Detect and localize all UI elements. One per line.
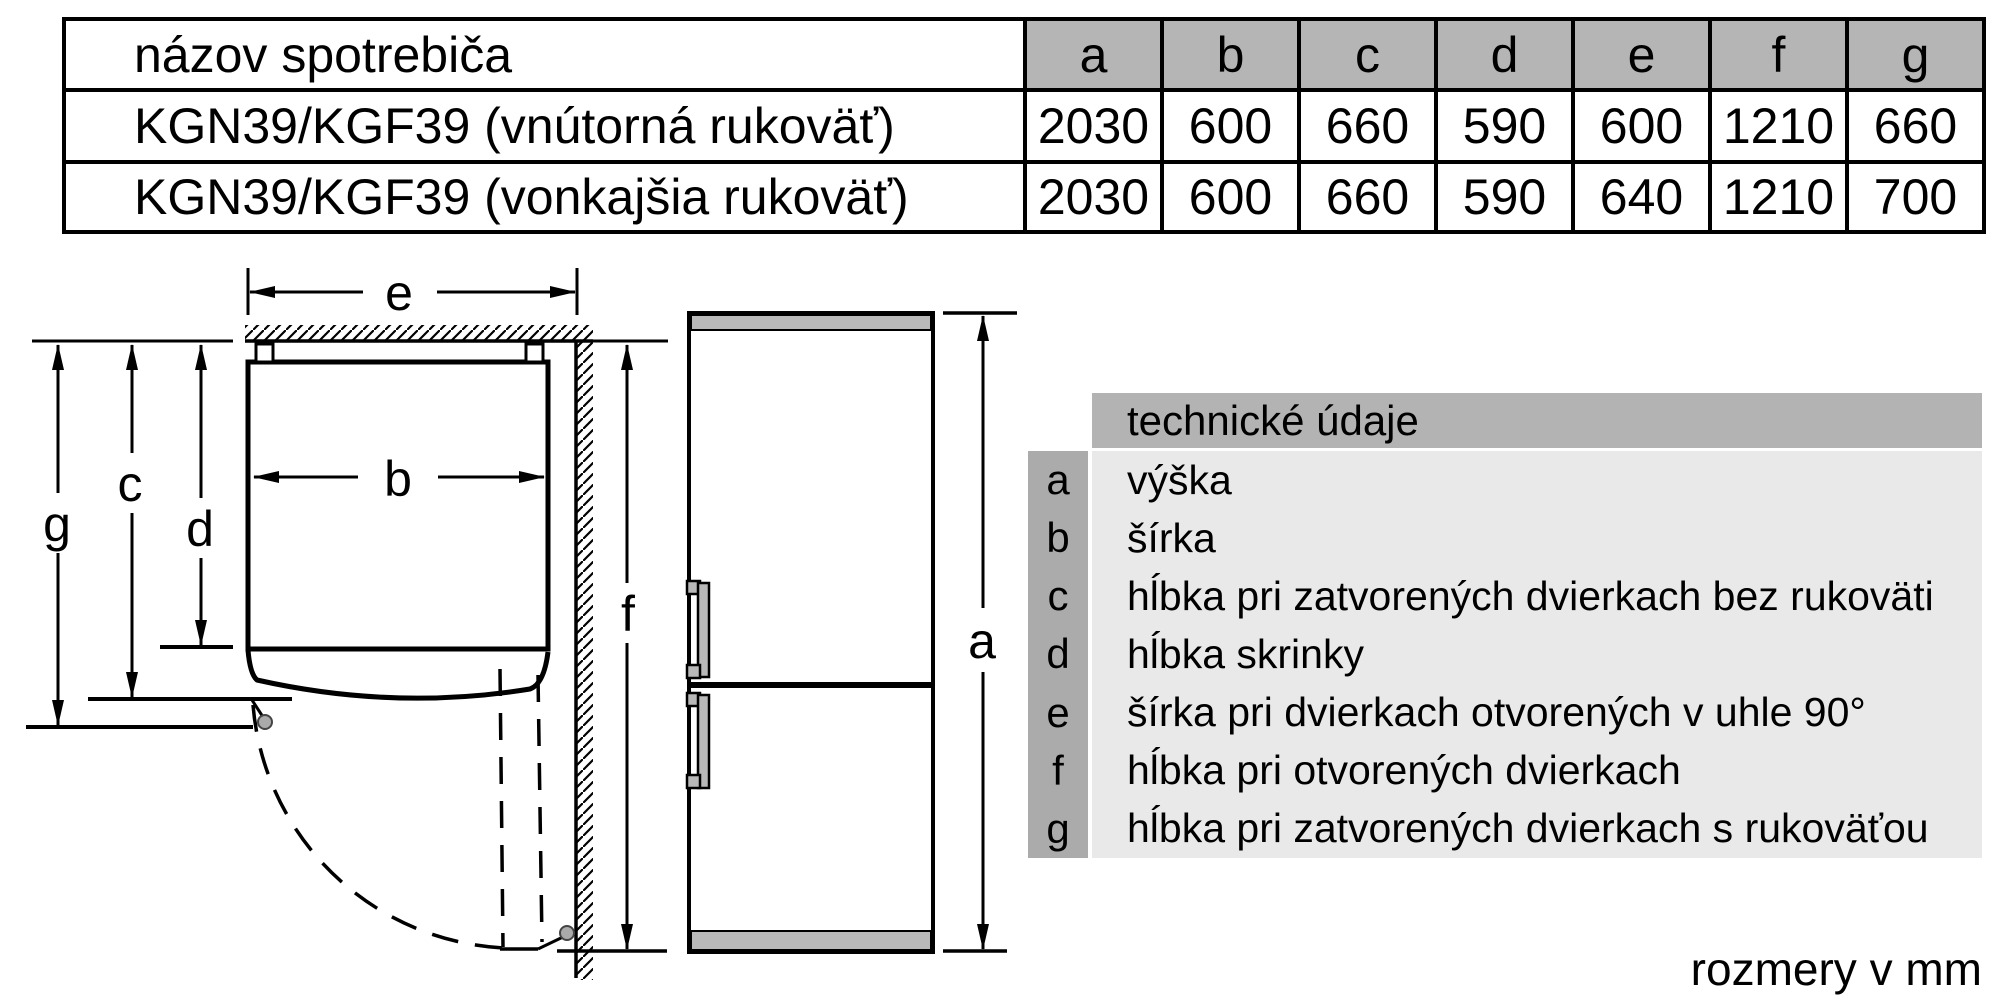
legend-row-c: c hĺbka pri zatvorených dvierkach bez ru… bbox=[1028, 567, 1982, 626]
model-name: KGN39/KGF39 (vonkajšia rukoväť) bbox=[62, 160, 1027, 234]
handle-bar bbox=[696, 693, 711, 790]
value-b: 600 bbox=[1160, 160, 1301, 234]
table-col-f: f bbox=[1708, 17, 1849, 92]
value-e: 600 bbox=[1571, 88, 1712, 164]
dim-label-b: b bbox=[384, 451, 412, 507]
legend-label: výška bbox=[1092, 451, 1982, 510]
legend-divider bbox=[1088, 625, 1092, 684]
legend-key: a bbox=[1028, 451, 1088, 510]
door-open-front-edge bbox=[536, 674, 544, 943]
legend-divider bbox=[1088, 799, 1092, 858]
legend-row-a: a výška bbox=[1028, 451, 1982, 510]
label-mask-g bbox=[30, 493, 84, 553]
legend-key: e bbox=[1028, 683, 1088, 742]
upper-door-handle bbox=[685, 579, 711, 680]
door-open-back-edge bbox=[498, 668, 505, 948]
legend-label: šírka bbox=[1092, 509, 1982, 568]
dim-label-d: d bbox=[186, 501, 214, 557]
value-c: 660 bbox=[1297, 88, 1438, 164]
door-closed-front bbox=[245, 649, 551, 701]
door-handle-knob bbox=[257, 714, 273, 730]
legend-label: hĺbka pri zatvorených dvierkach bez ruko… bbox=[1092, 567, 1982, 626]
legend-title: technické údaje bbox=[1092, 393, 1982, 448]
table-row: KGN39/KGF39 (vnútorná rukoväť) 2030 600 … bbox=[62, 88, 1986, 164]
technical-drawing: e b g c d f bbox=[26, 263, 1017, 980]
hinge-pin-right bbox=[524, 342, 545, 364]
value-d: 590 bbox=[1434, 160, 1575, 234]
value-g: 700 bbox=[1845, 160, 1986, 234]
wall-right-hatch bbox=[576, 341, 593, 980]
legend-row-e: e šírka pri dvierkach otvorených v uhle … bbox=[1028, 683, 1982, 742]
door-open-handle-knob bbox=[559, 925, 575, 941]
fridge-outline bbox=[687, 311, 935, 954]
legend-row-g: g hĺbka pri zatvorených dvierkach s ruko… bbox=[1028, 799, 1982, 858]
handle-bar bbox=[696, 581, 711, 679]
value-g: 660 bbox=[1845, 88, 1986, 164]
legend-key: b bbox=[1028, 509, 1088, 568]
value-a: 2030 bbox=[1023, 88, 1164, 164]
table-col-d: d bbox=[1434, 17, 1575, 92]
legend-divider bbox=[1088, 567, 1092, 626]
legend-row-f: f hĺbka pri otvorených dvierkach bbox=[1028, 741, 1982, 800]
fridge-top-band bbox=[690, 314, 932, 331]
value-f: 1210 bbox=[1708, 88, 1849, 164]
value-c: 660 bbox=[1297, 160, 1438, 234]
hinge-pin-left bbox=[254, 342, 275, 364]
value-e: 640 bbox=[1571, 160, 1712, 234]
value-a: 2030 bbox=[1023, 160, 1164, 234]
table-row: KGN39/KGF39 (vonkajšia rukoväť) 2030 600… bbox=[62, 160, 1986, 234]
door-swing-arc bbox=[251, 704, 506, 950]
top-view-diagram: e b g c d f bbox=[26, 263, 668, 980]
table-col-c: c bbox=[1297, 17, 1438, 92]
legend-row-b: b šírka bbox=[1028, 509, 1982, 568]
legend-label: hĺbka pri otvorených dvierkach bbox=[1092, 741, 1982, 800]
table-col-a: a bbox=[1023, 17, 1164, 92]
label-mask-b bbox=[358, 448, 438, 506]
legend-label: hĺbka skrinky bbox=[1092, 625, 1982, 684]
table-col-e: e bbox=[1571, 17, 1712, 92]
dim-label-e: e bbox=[385, 265, 413, 321]
dim-label-f: f bbox=[621, 586, 635, 642]
handle-bracket bbox=[685, 773, 702, 790]
legend-key: f bbox=[1028, 741, 1088, 800]
legend-row-d: d hĺbka skrinky bbox=[1028, 625, 1982, 684]
legend-divider bbox=[1088, 451, 1092, 510]
table-col-g: g bbox=[1845, 17, 1986, 92]
legend-key: d bbox=[1028, 625, 1088, 684]
label-mask-e bbox=[363, 263, 437, 321]
legend-divider bbox=[1088, 741, 1092, 800]
door-divider bbox=[689, 682, 933, 688]
table-col-b: b bbox=[1160, 17, 1301, 92]
dim-label-a: a bbox=[968, 613, 996, 669]
handle-bracket bbox=[685, 663, 702, 680]
model-name: KGN39/KGF39 (vnútorná rukoväť) bbox=[62, 88, 1027, 164]
value-b: 600 bbox=[1160, 88, 1301, 164]
fridge-bottom-band bbox=[690, 930, 932, 951]
legend: a výška b šírka c hĺbka pri zatvorených … bbox=[1028, 451, 1982, 858]
front-view-diagram: a bbox=[685, 311, 1017, 954]
door-open-handle-stem bbox=[537, 935, 564, 951]
label-mask-d bbox=[173, 498, 227, 558]
value-f: 1210 bbox=[1708, 160, 1849, 234]
door-handle-stem bbox=[250, 699, 265, 718]
table-header-row: názov spotrebiča a b c d e f g bbox=[62, 17, 1986, 92]
legend-label: hĺbka pri zatvorených dvierkach s rukovä… bbox=[1092, 799, 1982, 858]
dim-label-c: c bbox=[118, 456, 143, 512]
label-mask-a bbox=[955, 608, 1011, 672]
wall-top-hatch bbox=[245, 325, 593, 341]
lower-door-handle bbox=[685, 691, 711, 790]
legend-label: šírka pri dvierkach otvorených v uhle 90… bbox=[1092, 683, 1982, 742]
dimension-table: názov spotrebiča a b c d e f g KGN39/KGF… bbox=[62, 17, 1986, 234]
value-d: 590 bbox=[1434, 88, 1575, 164]
legend-divider bbox=[1088, 683, 1092, 742]
units-note: rozmery v mm bbox=[1690, 943, 1982, 995]
label-mask-f bbox=[601, 583, 653, 643]
dim-label-g: g bbox=[43, 496, 71, 552]
legend-divider bbox=[1088, 509, 1092, 568]
legend-key: c bbox=[1028, 567, 1088, 626]
table-header-appliance-name: názov spotrebiča bbox=[62, 17, 1027, 92]
legend-key: g bbox=[1028, 799, 1088, 858]
label-mask-c bbox=[104, 453, 158, 513]
